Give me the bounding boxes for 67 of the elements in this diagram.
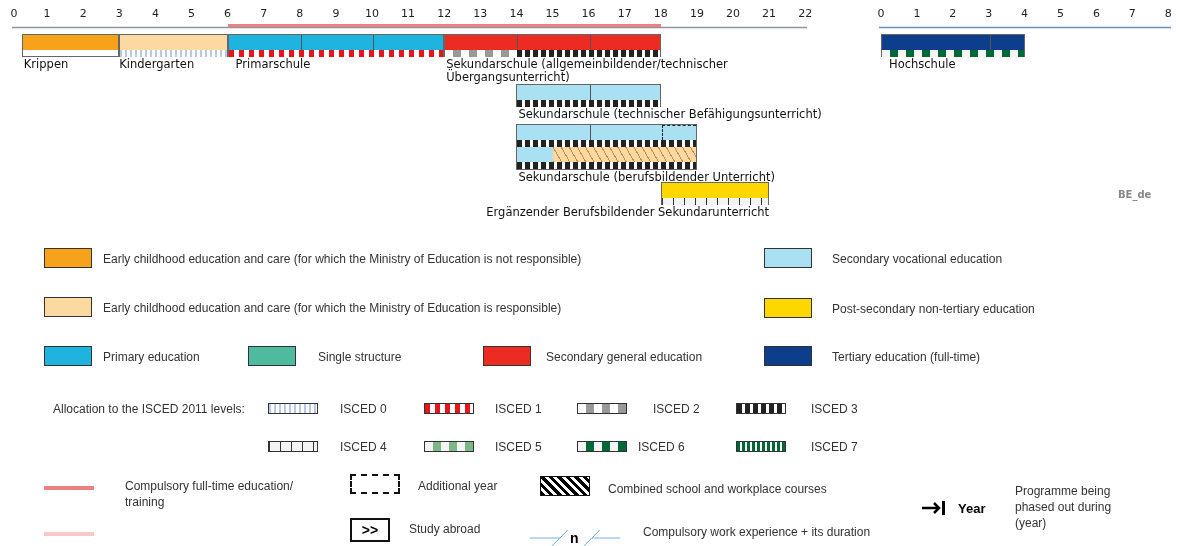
axis-tick-label: 6: [1092, 7, 1100, 20]
axis-tick-label: 11: [401, 7, 416, 20]
year-sample-text: Year: [958, 500, 986, 518]
legend-text: ISCED 1: [495, 401, 543, 417]
legend-text: ISCED 5: [495, 439, 543, 455]
legend-text: Secondary general education: [546, 349, 704, 365]
programme-label: Hochschule: [889, 58, 957, 71]
legend-text: ISCED 0: [340, 401, 388, 417]
legend-text: Programme being phased out during (year): [1015, 483, 1113, 531]
axis-tick-label: 22: [798, 7, 813, 20]
axis-tick-label: 0: [877, 7, 885, 20]
duration-symbol: n: [570, 531, 579, 545]
legend-text: Tertiary education (full-time): [832, 349, 982, 365]
legend-text: Primary education: [103, 349, 201, 365]
axis-tick-label: 16: [581, 7, 596, 20]
axis-tick-label: 4: [1021, 7, 1029, 20]
programme-label: Sekundarschule (berufsbildender Unterricht): [518, 171, 776, 184]
legend-text: ISCED 6: [638, 439, 686, 455]
programme-label: Sekundarschule (technischer Befähigungsunterricht): [518, 108, 823, 121]
axis-tick-label: 7: [1128, 7, 1136, 20]
legend-text: Early childhood education and care (for which the Ministry of Education is not responsible): [103, 251, 583, 267]
programme-label: Krippen: [23, 58, 70, 71]
isced-allocation-heading: Allocation to the ISCED 2011 levels:: [53, 401, 246, 418]
programme-label: Ergänzender Berufsbildender Sekundarunterricht: [485, 206, 770, 219]
legend-text: Early childhood education and care (for which the Ministry of Education is responsible): [103, 300, 563, 316]
country-code: BE_de: [1118, 188, 1152, 202]
study-abroad-symbol: >>: [350, 518, 390, 542]
legend-text: Combined school and workplace courses: [608, 481, 828, 497]
axis-tick-label: 18: [653, 7, 668, 20]
axis-tick-label: 9: [332, 7, 340, 20]
axis-tick-label: 13: [473, 7, 488, 20]
axis-tick-label: 1: [43, 7, 51, 20]
programme-label: Primarschule: [235, 58, 312, 71]
axis-tick-label: 15: [545, 7, 560, 20]
legend-text: Single structure: [318, 349, 403, 365]
axis-tick-label: 4: [151, 7, 159, 20]
axis-tick-label: 5: [1057, 7, 1064, 20]
legend-text: Compulsory full-time education/ training: [125, 478, 295, 510]
legend-text: Compulsory work experience + its duration: [643, 524, 872, 540]
axis-tick-label: 8: [1164, 7, 1172, 20]
axis-tick-label: 19: [689, 7, 704, 20]
axis-tick-label: 6: [224, 7, 232, 20]
programme-label: Kindergarten: [119, 58, 196, 71]
axis-tick-label: 2: [79, 7, 87, 20]
axis-tick-label: 1: [913, 7, 921, 20]
axis-tick-label: 17: [617, 7, 632, 20]
axis-tick-label: 7: [260, 7, 268, 20]
legend-text: Additional year: [418, 478, 499, 494]
legend-text: ISCED 2: [653, 401, 701, 417]
legend-text: Secondary vocational education: [832, 251, 1004, 267]
axis-tick-label: 8: [296, 7, 304, 20]
programme-label: Sekundarschule (allgemeinbildender/technischer Übergangsunterricht): [446, 58, 729, 84]
legend-text: ISCED 4: [340, 439, 388, 455]
axis-tick-label: 0: [10, 7, 18, 20]
axis-tick-label: 3: [985, 7, 993, 20]
axis-tick-label: 12: [437, 7, 452, 20]
axis-tick-label: 5: [188, 7, 195, 20]
legend-text: Study abroad: [409, 521, 482, 537]
axis-tick-label: 14: [509, 7, 524, 20]
legend-text: ISCED 7: [811, 439, 859, 455]
axis-tick-label: 3: [115, 7, 123, 20]
legend-text: ISCED 3: [811, 401, 859, 417]
axis-tick-label: 10: [365, 7, 379, 20]
legend-text: Post-secondary non-tertiary education: [832, 301, 1036, 317]
axis-tick-label: 20: [726, 7, 740, 20]
axis-tick-label: 21: [762, 7, 777, 20]
axis-tick-label: 2: [949, 7, 957, 20]
